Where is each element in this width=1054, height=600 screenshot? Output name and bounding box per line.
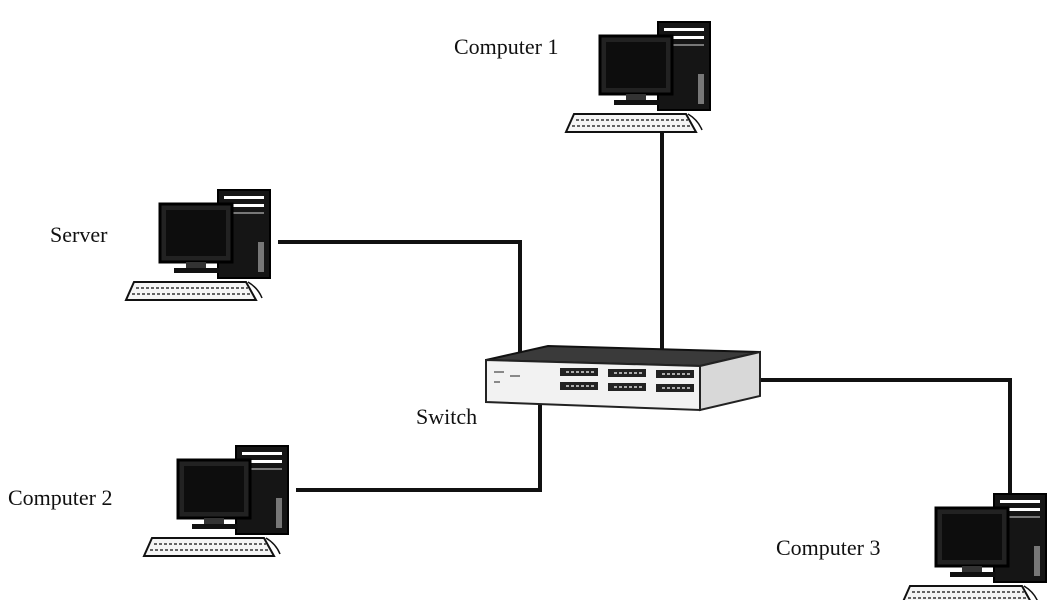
connection-lines [280,118,1010,498]
computer2-icon [144,446,288,556]
computer3-icon [902,494,1046,600]
link-server-switch [280,242,520,362]
server-icon [126,190,270,300]
switch-icon [486,346,760,410]
computer2-label: Computer 2 [8,487,113,509]
link-switch-computer3 [756,380,1010,498]
server-label: Server [50,224,107,246]
computer3-label: Computer 3 [776,537,881,559]
switch-label: Switch [416,406,477,428]
computer1-icon [566,22,710,132]
computer1-label: Computer 1 [454,36,559,58]
